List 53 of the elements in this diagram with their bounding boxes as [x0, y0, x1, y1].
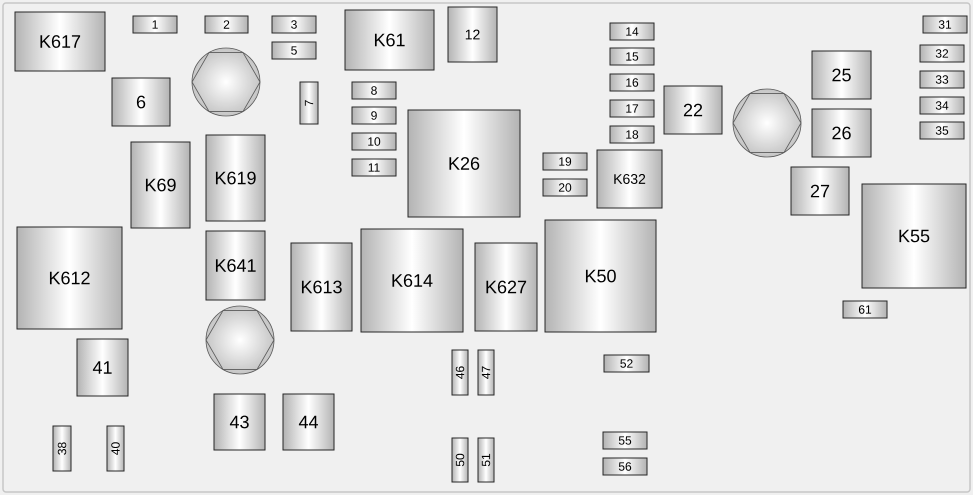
- fuse-slot: 31: [922, 16, 968, 34]
- relay-slot: 26: [812, 108, 872, 158]
- fuse-slot: 16: [610, 74, 654, 92]
- relay-slot: K50: [544, 220, 656, 332]
- fuse-slot: 15: [610, 48, 654, 66]
- fuse-slot: 3: [272, 16, 316, 34]
- relay-slot: K55: [862, 184, 967, 288]
- fuse-slot: 10: [352, 132, 396, 150]
- fuse-slot: 61: [842, 300, 888, 318]
- relay-slot: K614: [360, 228, 464, 332]
- fuse-slot: 8: [352, 82, 396, 100]
- fuse-slot: 17: [610, 100, 654, 118]
- relay-slot: K617: [14, 12, 106, 72]
- relay-slot: 12: [448, 6, 498, 62]
- relay-slot: K641: [206, 230, 266, 300]
- relay-slot: 41: [76, 338, 128, 396]
- relay-slot: K61: [344, 10, 434, 70]
- fuse-slot: 11: [352, 158, 396, 176]
- relay-slot: K627: [474, 242, 538, 332]
- relay-slot: K613: [290, 242, 352, 332]
- fuse-slot: 38: [52, 426, 72, 472]
- fuse-slot: 50: [452, 438, 468, 482]
- fuse-slot: 56: [602, 458, 648, 476]
- fuse-slot: 46: [452, 350, 468, 396]
- fuse-slot: 9: [352, 106, 396, 124]
- fuse-slot: 52: [604, 354, 650, 372]
- fuse-slot: 33: [920, 70, 965, 88]
- relay-slot: K632: [596, 150, 662, 208]
- fuse-slot: 1: [132, 16, 178, 34]
- fuse-slot: 7: [300, 82, 318, 124]
- fuse-slot: 55: [602, 432, 648, 450]
- relay-slot: 6: [112, 78, 170, 126]
- fuse-slot: 2: [204, 16, 248, 34]
- fuse-slot: 40: [106, 426, 124, 472]
- relay-slot: 25: [812, 50, 872, 100]
- fuse-slot: 51: [478, 438, 494, 482]
- relay-slot: K26: [408, 110, 520, 218]
- relay-slot: K619: [206, 134, 266, 222]
- fuse-slot: 18: [610, 126, 654, 144]
- fuse-slot: 20: [542, 178, 588, 196]
- fuse-slot: 35: [920, 122, 965, 140]
- relay-slot: 44: [282, 394, 334, 450]
- fuse-slot: 34: [920, 96, 965, 114]
- relay-slot: 22: [664, 86, 723, 134]
- relay-slot: 27: [790, 166, 850, 216]
- fuse-slot: 5: [272, 42, 316, 60]
- relay-slot: K612: [16, 226, 122, 330]
- fuse-slot: 14: [610, 22, 654, 40]
- fuse-slot: 47: [478, 350, 494, 396]
- fuse-slot: 32: [920, 44, 965, 62]
- relay-slot: K69: [130, 142, 190, 228]
- fuse-slot: 19: [542, 152, 588, 170]
- relay-slot: 43: [214, 394, 266, 450]
